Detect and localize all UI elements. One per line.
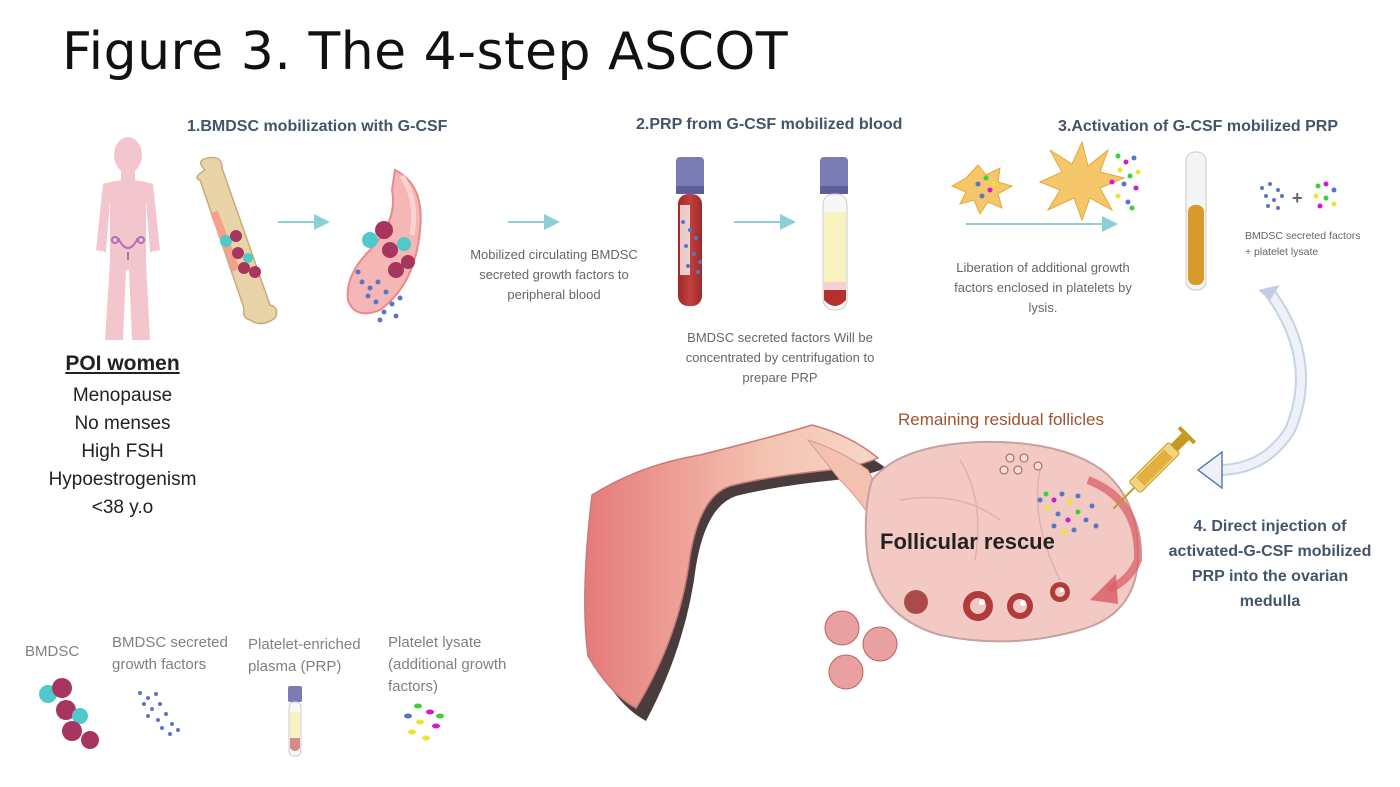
injection-curve-arrow-icon	[1196, 285, 1307, 490]
step4-line: PRP into the ovarian	[1191, 568, 1349, 585]
uterus-icon	[111, 236, 145, 260]
poi-criterion: Menopause	[72, 385, 173, 406]
page-title: Figure 3. The 4-step ASCOT	[62, 22, 789, 82]
note-line: BMDSC secreted factors Will be	[687, 330, 873, 345]
step4-line: activated-G-CSF mobilized	[1168, 543, 1372, 560]
lysate-particles-icon	[1109, 153, 1141, 211]
legend-line: BMDSC secreted	[112, 634, 228, 651]
centrifuged-tube-icon	[820, 157, 848, 311]
legend-line: growth factors	[112, 656, 207, 673]
growing-follicles-icon	[904, 582, 1070, 621]
uterus-tube-icon	[584, 424, 886, 721]
step4-line: medulla	[1239, 593, 1301, 610]
legend-line: (additional growth	[388, 656, 507, 673]
poi-criterion: High FSH	[81, 441, 164, 462]
platelet-icon	[950, 164, 1014, 216]
legend-prp-tube-icon	[288, 686, 302, 757]
vessel-cells-icon	[362, 221, 415, 278]
follicular-rescue-label: Follicular rescue	[880, 529, 1055, 554]
legend-lysate-icon	[404, 703, 444, 741]
poi-heading: POI women	[65, 352, 180, 375]
injection-arrow-icon	[1086, 476, 1143, 604]
note-line: Mobilized circulating BMDSC	[470, 247, 638, 262]
legend-line: Platelet lysate	[388, 634, 482, 651]
legend-bmdsc-icon	[39, 678, 99, 749]
legend-lysate-label: Platelet lysate (additional growth facto…	[388, 632, 506, 698]
tube-factors-icon	[681, 220, 702, 274]
note-line: + platelet lysate	[1245, 246, 1319, 258]
note-line: concentrated by centrifugation to	[685, 350, 875, 365]
factors-plus-lysate-icon: +	[1260, 181, 1337, 210]
mobilized-note: Mobilized circulating BMDSC secreted gro…	[448, 245, 660, 305]
legend-line: BMDSC	[25, 643, 80, 660]
step4-line: 4. Direct injection of	[1193, 518, 1347, 535]
note-line: secreted growth factors to	[479, 267, 629, 282]
poi-criterion: <38 y.o	[91, 497, 154, 518]
vessel-factors-icon	[355, 269, 403, 323]
centrifugation-note: BMDSC secreted factors Will be concentra…	[660, 328, 900, 388]
legend-line: plasma (PRP)	[248, 658, 342, 675]
residual-follicles-label: Remaining residual follicles	[898, 410, 1104, 429]
legend-factors-label: BMDSC secreted growth factors	[112, 632, 228, 676]
poi-criterion: No menses	[74, 413, 171, 434]
ovulated-oocytes-icon	[824, 610, 898, 690]
poi-criterion: Hypoestrogenism	[48, 469, 197, 490]
legend-prp-label: Platelet-enriched plasma (PRP)	[248, 634, 361, 678]
activated-prp-tube-icon	[1185, 151, 1207, 291]
note-line: Liberation of additional growth	[956, 260, 1130, 275]
step1-heading: 1.BMDSC mobilization with G-CSF	[187, 118, 448, 135]
step4-heading: 4. Direct injection of activated-G-CSF m…	[1140, 514, 1400, 614]
syringe-icon	[1112, 425, 1197, 510]
legend-factors-icon	[138, 691, 180, 736]
legend-line: factors)	[388, 678, 439, 695]
legend-bmdsc-label: BMDSC	[25, 641, 79, 663]
step2-heading: 2.PRP from G-CSF mobilized blood	[636, 116, 903, 133]
legend-line: Platelet-enriched	[248, 636, 361, 653]
note-line: peripheral blood	[507, 287, 601, 302]
woman-silhouette-icon	[96, 137, 160, 340]
lysate-mix-note: BMDSC secreted factors + platelet lysate	[1245, 228, 1361, 260]
bone-cells-icon	[220, 230, 261, 278]
activated-platelet-icon	[1038, 140, 1126, 222]
poi-criteria-list: Menopause No menses High FSH Hypoestroge…	[20, 382, 225, 522]
note-line: BMDSC secreted factors	[1245, 230, 1361, 242]
svg-text:+: +	[1292, 188, 1303, 208]
residual-follicles-icon	[999, 453, 1043, 475]
step3-heading: 3.Activation of G-CSF mobilized PRP	[1058, 118, 1339, 135]
note-line: factors enclosed in platelets by	[954, 280, 1132, 295]
note-line: prepare PRP	[742, 370, 818, 385]
ovary-particles-icon	[1037, 491, 1099, 535]
note-line: lysis.	[1028, 300, 1058, 315]
liberation-note: Liberation of additional growth factors …	[930, 258, 1156, 318]
